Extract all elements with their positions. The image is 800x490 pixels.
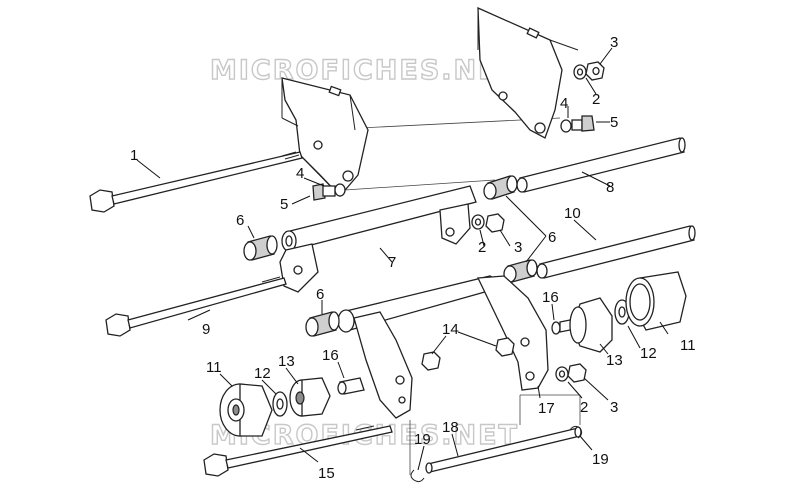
- callout-15: 15: [318, 465, 335, 482]
- mount-left: [219, 377, 331, 437]
- bolt-5-lower: [312, 183, 346, 201]
- callout-12-right: 12: [640, 345, 657, 362]
- callout-labels: 1 3 2 4 5 4 5 8 6 7 2 3 6 10 6 9 14 16 1…: [130, 34, 696, 482]
- callout-4-top: 4: [560, 95, 568, 112]
- callout-10: 10: [564, 205, 581, 222]
- callout-16-left: 16: [322, 347, 339, 364]
- callout-2-top: 2: [592, 91, 600, 108]
- bolt-9: [105, 276, 287, 337]
- stud-16-left: [337, 377, 365, 395]
- callout-13-left: 13: [278, 353, 295, 370]
- callout-16-right: 16: [542, 289, 559, 306]
- callout-6-right: 6: [548, 229, 556, 246]
- callout-19-right: 19: [592, 451, 609, 468]
- bushing-top: [483, 175, 518, 200]
- callout-12-left: 12: [254, 365, 271, 382]
- callout-4-left: 4: [296, 165, 304, 182]
- lower-link-assembly: [337, 275, 549, 419]
- nut-14: [421, 337, 515, 371]
- bushing-lower: [305, 311, 340, 337]
- washer-nut-top-right: [573, 61, 605, 81]
- callout-11-right: 11: [680, 337, 696, 354]
- callout-5-left: 5: [280, 196, 288, 213]
- mount-right: [569, 271, 687, 353]
- callout-3-middle: 3: [514, 239, 522, 256]
- bushing-left: [243, 235, 278, 261]
- tube-10: [536, 225, 696, 279]
- callout-3-lower: 3: [610, 399, 618, 416]
- leader-lines: [136, 47, 669, 471]
- washer-nut-lower: [555, 363, 587, 383]
- callout-7: 7: [388, 254, 396, 271]
- bushing-right: [503, 259, 538, 283]
- callout-1: 1: [130, 147, 138, 164]
- callout-6-lower: 6: [316, 286, 324, 303]
- callout-18: 18: [442, 419, 459, 436]
- callout-11-left: 11: [206, 359, 222, 376]
- callout-6-left: 6: [236, 212, 244, 229]
- frame-bracket-right: [477, 6, 579, 139]
- washer-nut-middle: [471, 213, 505, 233]
- swingarm-tube-7: [279, 185, 477, 293]
- bolt-1: [89, 151, 303, 213]
- bolt-15: [203, 425, 393, 477]
- callout-8: 8: [606, 179, 614, 196]
- callout-19-left: 19: [414, 431, 431, 448]
- callout-13-right: 13: [606, 352, 623, 369]
- callout-5-top: 5: [610, 114, 618, 131]
- frame-bracket-left: [281, 77, 369, 197]
- callout-3-top: 3: [610, 34, 618, 51]
- callout-17: 17: [538, 400, 555, 417]
- tube-8: [516, 137, 686, 193]
- callout-9: 9: [202, 321, 210, 338]
- bolt-5-upper: [560, 115, 595, 133]
- callout-2-middle: 2: [478, 239, 486, 256]
- callout-14: 14: [442, 321, 459, 338]
- watermark-top: MICROFICHES.NET: [210, 55, 519, 86]
- callout-2-lower: 2: [580, 399, 588, 416]
